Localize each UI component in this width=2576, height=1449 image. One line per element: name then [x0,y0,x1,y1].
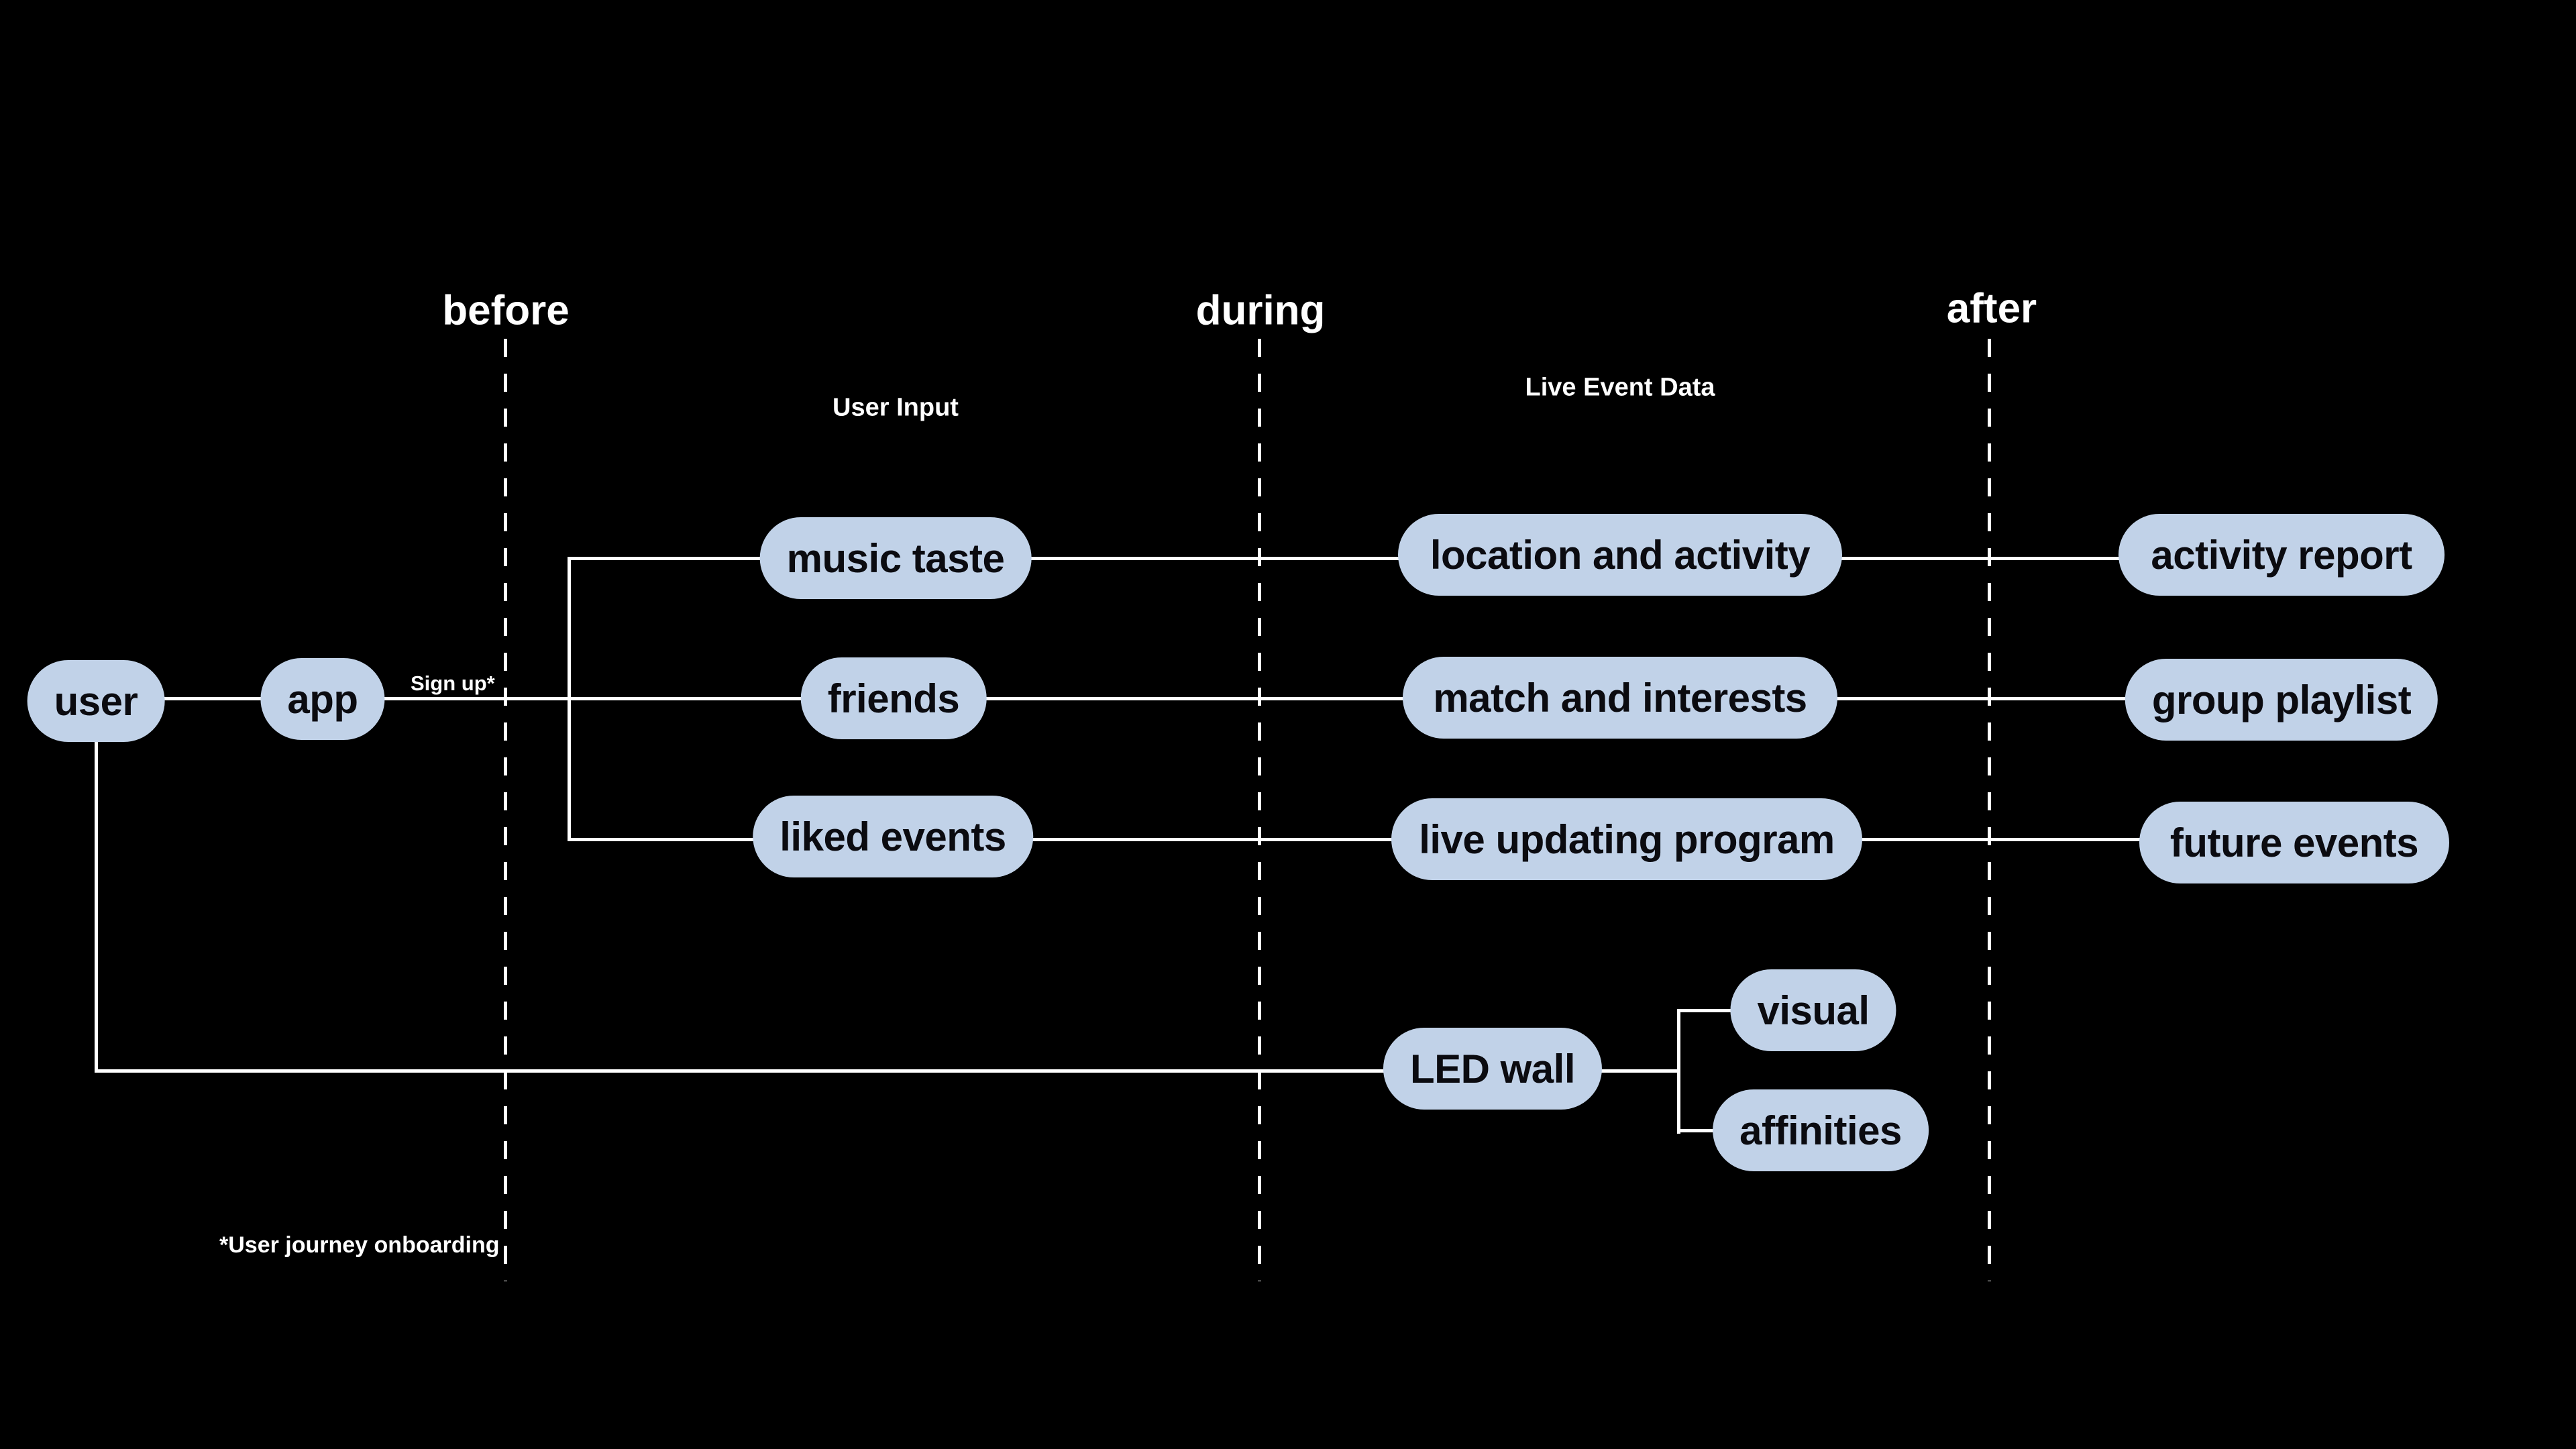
edge-visual-horizontal [1677,1009,1758,1012]
phase-label-before: before [442,287,570,334]
node-user: user [27,660,165,742]
node-future-events: future events [2139,802,2449,883]
edge-led-bracket-vertical [1677,1009,1680,1134]
edge-affinities-horizontal [1677,1129,1744,1132]
node-location-and-activity: location and activity [1398,514,1842,596]
edge-led-wall-horizontal [95,1069,1680,1073]
node-music-taste: music taste [759,517,1032,599]
column-label-live-event-data: Live Event Data [1525,373,1715,402]
edge-user-down-vertical [95,698,98,1071]
node-friends: friends [800,657,987,739]
node-group-playlist: group playlist [2125,659,2438,741]
node-live-updating-program: live updating program [1391,798,1862,880]
sign-up-annotation: Sign up* [411,672,495,695]
node-led-wall: LED wall [1383,1028,1603,1110]
node-visual: visual [1730,969,1896,1051]
edge-branch-vertical [568,557,571,841]
footnote-user-journey-onboarding: *User journey onboarding [219,1232,500,1258]
node-activity-report: activity report [2118,514,2445,596]
node-app: app [260,658,385,740]
node-liked-events: liked events [753,796,1033,877]
node-affinities: affinities [1713,1089,1929,1171]
phase-divider-during [1258,339,1261,1281]
column-label-user-input: User Input [833,393,959,422]
phase-label-after: after [1946,285,2037,332]
phase-divider-before [504,339,507,1281]
edge-row2-horizontal [96,697,2282,700]
node-match-and-interests: match and interests [1403,657,1837,739]
phase-label-during: during [1195,287,1326,334]
phase-divider-after [1988,339,1991,1281]
